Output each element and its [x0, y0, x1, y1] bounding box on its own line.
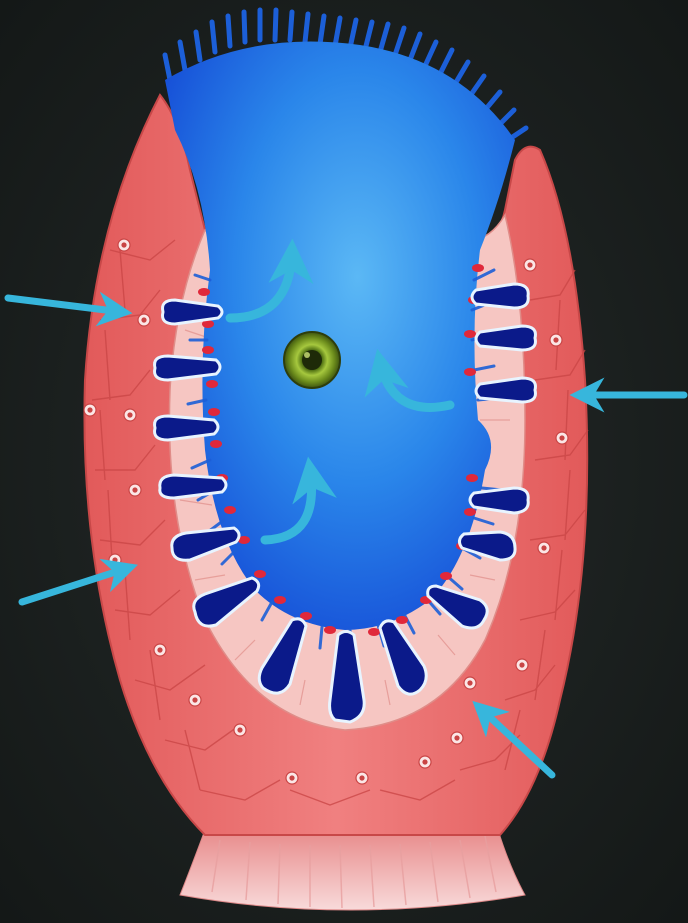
ring-icon — [284, 332, 340, 388]
base-skirt — [180, 830, 525, 910]
